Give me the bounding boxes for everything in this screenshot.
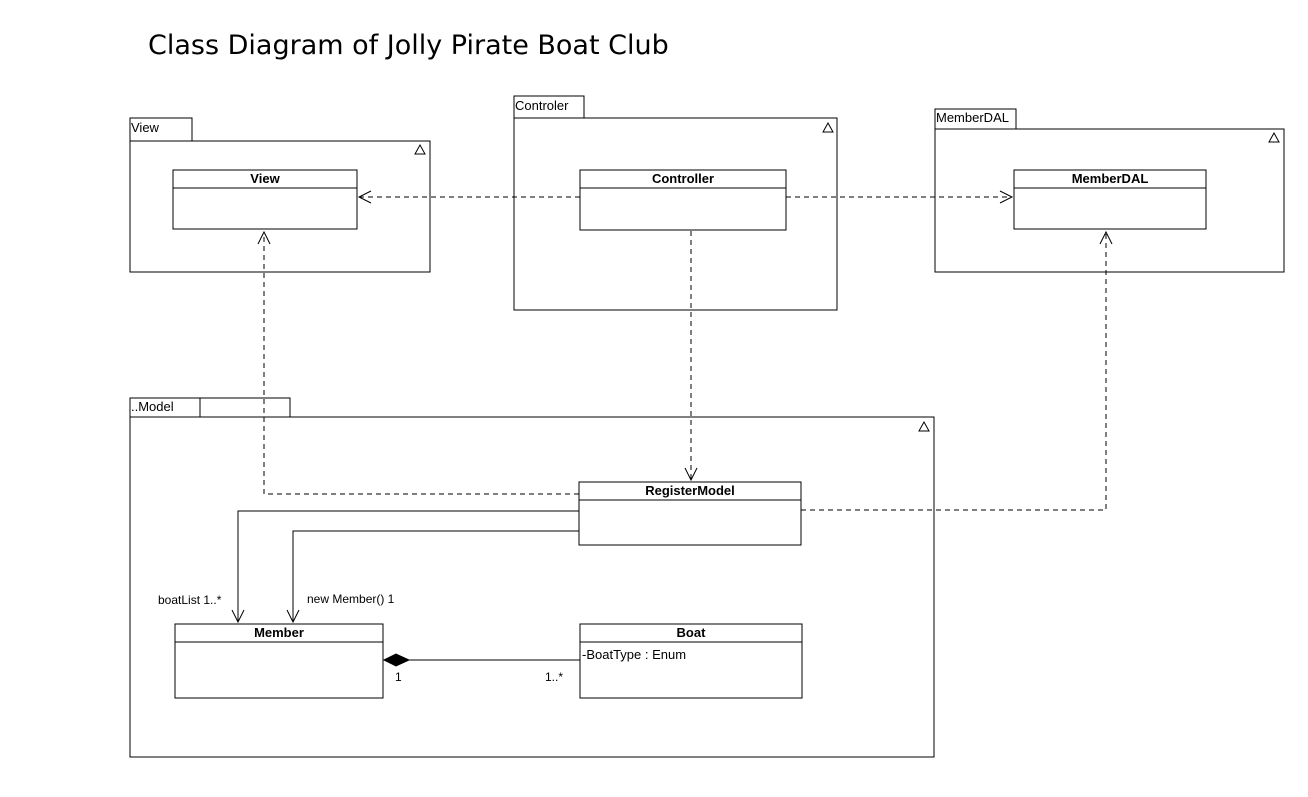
class-name-controller: Controller [651, 171, 715, 186]
package-label-model: ..Model [131, 399, 174, 414]
dependency-registermodel-to-memberdal [801, 230, 1113, 511]
dependency-registermodel-to-view [257, 230, 579, 495]
association-boatlist [231, 510, 579, 624]
package-memberdal[interactable] [934, 108, 1285, 273]
label-new-member: new Member() 1 [307, 592, 395, 606]
dependency-controller-to-view [357, 190, 580, 204]
association-new-member [286, 530, 579, 624]
class-view[interactable] [172, 169, 358, 230]
class-memberdal[interactable] [1013, 169, 1207, 230]
class-name-view: View [250, 171, 280, 186]
dependency-controller-to-registermodel [684, 231, 698, 482]
package-label-controller: Controler [515, 98, 569, 113]
composition-member-boat [382, 653, 580, 667]
diagram-title: Class Diagram of Jolly Pirate Boat Club [148, 30, 669, 61]
package-label-view: View [131, 120, 159, 135]
class-name-boat: Boat [676, 625, 706, 640]
class-controller[interactable] [579, 169, 787, 231]
attribute-boat-type: -BoatType : Enum [582, 647, 687, 662]
class-name-member: Member [254, 625, 304, 640]
label-boatlist: boatList 1..* [158, 593, 222, 607]
label-composition-member-multiplicity: 1 [395, 670, 402, 684]
class-name-registermodel: RegisterModel [645, 483, 735, 498]
class-member[interactable] [174, 623, 384, 699]
label-composition-boat-multiplicity: 1..* [545, 670, 564, 684]
dependency-controller-to-memberdal [786, 190, 1014, 204]
package-controller[interactable] [513, 95, 838, 311]
class-boat[interactable] [579, 623, 803, 699]
class-registermodel[interactable] [578, 481, 802, 546]
package-label-memberdal: MemberDAL [936, 110, 1009, 125]
package-view[interactable] [129, 117, 431, 273]
class-name-memberdal: MemberDAL [1071, 171, 1149, 186]
package-model[interactable] [129, 397, 935, 758]
